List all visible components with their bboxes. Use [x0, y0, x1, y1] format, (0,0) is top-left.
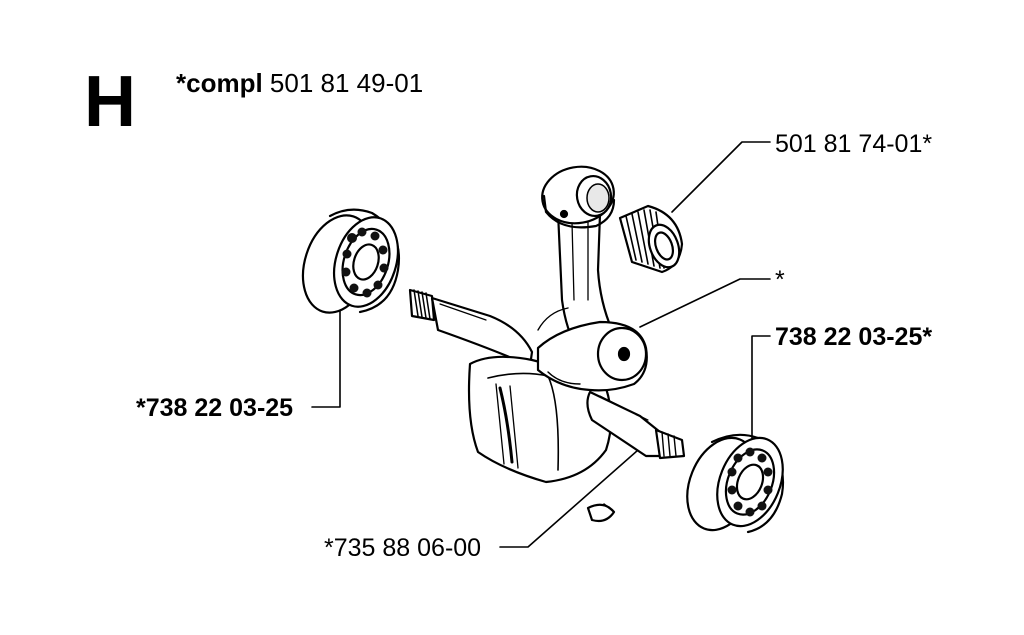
label-woodruff-key: *735 88 06-00	[324, 534, 482, 562]
right-ball-bearing	[686, 433, 784, 534]
woodruff-key	[586, 503, 616, 523]
connecting-rod	[541, 165, 616, 352]
leader-crankshaft	[639, 278, 771, 328]
leader-lines	[311, 141, 771, 548]
label-bearing-right: 738 22 03-25*	[775, 323, 933, 351]
label-crankshaft: *	[775, 266, 785, 294]
assembly-title: *compl 501 81 49-01	[176, 70, 423, 96]
title-prefix: *compl	[176, 68, 263, 98]
left-shaft	[408, 288, 534, 368]
left-ball-bearing	[301, 208, 400, 314]
label-needle-bearing: 501 81 74-01*	[775, 130, 933, 158]
title-part-number: 501 81 49-01	[269, 68, 424, 98]
leader-bearing-right	[751, 335, 771, 439]
crank-web	[467, 307, 648, 484]
leader-woodruff-key	[499, 449, 639, 548]
label-bearing-left: *738 22 03-25	[136, 394, 294, 422]
leader-needle-bearing	[671, 141, 771, 213]
right-shaft	[586, 390, 686, 460]
leader-bearing-left	[311, 309, 341, 408]
section-letter: H	[84, 62, 136, 142]
needle-bearing	[618, 204, 684, 274]
